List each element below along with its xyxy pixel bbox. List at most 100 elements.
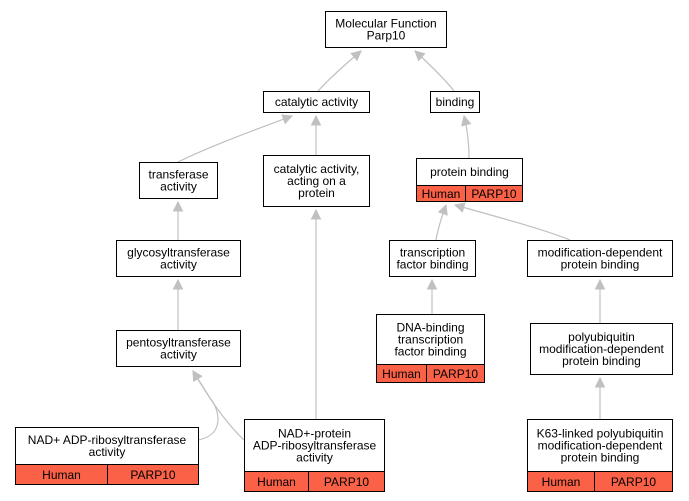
gene-label: PARP10: [324, 475, 369, 489]
node-label: glycosyltransferase: [127, 246, 230, 260]
edge-k63-to-polyub: [594, 376, 606, 419]
edge-catalytic-to-mf: [317, 50, 362, 92]
node-label: NAD+-protein: [278, 427, 351, 441]
node-box: [263, 155, 370, 207]
node-label: activity: [89, 445, 126, 459]
node-label: protein binding: [561, 451, 640, 465]
edge-protein_binding-to-binding: [461, 114, 472, 159]
gene-label: PARP10: [433, 367, 478, 381]
arrowhead-icon: [437, 203, 448, 216]
edge-nad_protein-to-pentosyl: [192, 370, 245, 441]
node-label: activity: [160, 180, 197, 194]
node-label: transferase: [148, 168, 208, 182]
species-label: Human: [382, 367, 421, 381]
node-label: acting on a: [287, 174, 346, 188]
node-label: polyubiquitin: [568, 330, 635, 344]
node-box: [116, 330, 241, 367]
edge-transferase-to-catalytic: [177, 114, 294, 163]
node-label: activity: [160, 258, 197, 272]
gene-cell: [107, 464, 199, 485]
node-label: ADP-ribosyltransferase: [253, 439, 377, 453]
node-box: [116, 240, 241, 277]
gene-cell: [426, 364, 485, 383]
node-nad-protein[interactable]: NAD+-proteinADP-ribosyltransferaseactivi…: [244, 419, 385, 492]
edge-polyub-to-mod_dep: [594, 278, 606, 323]
gene-label: PARP10: [130, 468, 175, 482]
edge-tf_binding-to-protein_binding: [435, 203, 448, 241]
edges-layer: [172, 50, 606, 441]
node-label: K63-linked polyubiquitin: [537, 427, 664, 441]
node-box: [527, 240, 673, 277]
annotation-row: Human PARP10: [244, 471, 385, 492]
arrowhead-icon: [310, 114, 322, 126]
gene-cell: [594, 471, 673, 492]
edge-nad_protein-to-cat_protein: [310, 208, 322, 419]
node-label: protein: [298, 186, 335, 200]
annotation-row: Human PARP10: [376, 364, 485, 383]
node-label: catalytic activity,: [274, 162, 360, 176]
arrowhead-icon: [310, 208, 322, 220]
node-k63[interactable]: K63-linked polyubiquitinmodification-dep…: [527, 419, 673, 492]
arrowhead-icon: [192, 370, 203, 382]
node-label: Molecular Function: [335, 17, 436, 31]
node-label: transcription: [398, 333, 463, 347]
node-catalytic[interactable]: catalytic activity: [263, 91, 370, 113]
annotation-row: Human PARP10: [15, 464, 199, 485]
edge-mod_dep-to-protein_binding: [453, 202, 571, 241]
edge-glycosyl-to-transferase: [172, 200, 184, 240]
edge-line: [177, 115, 293, 163]
node-label: Parp10: [367, 29, 406, 43]
arrowhead-icon: [414, 50, 426, 62]
species-label: Human: [42, 468, 81, 482]
arrowhead-icon: [594, 278, 606, 290]
node-label: catalytic activity: [275, 95, 358, 109]
node-label: protein binding: [561, 258, 640, 272]
node-box: [530, 323, 673, 375]
node-label: pentosyltransferase: [126, 336, 231, 350]
edge-cat_protein-to-catalytic: [310, 114, 322, 155]
species-label: Human: [257, 475, 296, 489]
node-box: [325, 11, 447, 48]
node-label: modification-dependent: [538, 439, 663, 453]
node-binding[interactable]: binding: [430, 91, 480, 113]
edge-binding-to-mf: [414, 50, 455, 92]
gene-cell: [465, 185, 523, 202]
arrowhead-icon: [281, 114, 294, 125]
node-label: factor binding: [396, 258, 468, 272]
node-label: factor binding: [394, 345, 466, 359]
arrowhead-icon: [172, 278, 184, 290]
arrowhead-icon: [426, 278, 438, 290]
node-box: [389, 240, 476, 277]
node-polyub[interactable]: polyubiquitinmodification-dependentprote…: [530, 323, 673, 375]
node-box: [263, 91, 370, 113]
node-box: [430, 91, 480, 113]
gene-cell: [308, 471, 385, 492]
node-nad-adp[interactable]: NAD+ ADP-ribosyltransferaseactivityHuman…: [15, 427, 199, 485]
arrowhead-icon: [453, 202, 466, 213]
edge-line: [454, 204, 571, 241]
edge-pentosyl-to-glycosyl: [172, 278, 184, 330]
node-label: protein binding: [562, 354, 641, 368]
node-label: protein binding: [430, 165, 509, 179]
edge-dna_tf-to-tf_binding: [426, 278, 438, 314]
arrowhead-icon: [461, 114, 472, 127]
edge-line: [192, 370, 245, 441]
gene-label: PARP10: [611, 475, 656, 489]
node-label: NAD+ ADP-ribosyltransferase: [28, 433, 187, 447]
node-label: transcription: [400, 246, 465, 260]
node-label: modification-dependent: [539, 342, 664, 356]
node-label: DNA-binding: [396, 321, 464, 335]
arrowhead-icon: [594, 376, 606, 388]
